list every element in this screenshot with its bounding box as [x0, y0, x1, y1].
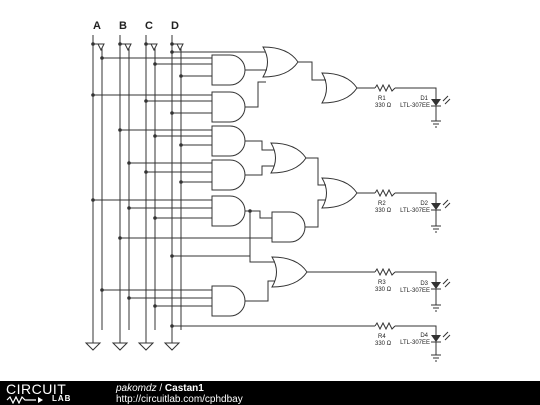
- and-gate-5: [211, 195, 246, 227]
- and-gate-6: [271, 211, 306, 243]
- or-gate-4: [321, 177, 358, 209]
- input-label-b: B: [119, 20, 127, 32]
- resistors: [374, 83, 396, 331]
- complement-rails: [93, 43, 184, 330]
- logo-wave-icon: [6, 395, 43, 404]
- and-gate-4: [211, 159, 246, 191]
- led-part-d4: LTL-307EE: [400, 340, 430, 346]
- resistor-value-r2: 330 Ω: [375, 208, 392, 214]
- junction-dots: [91, 42, 252, 328]
- leds: [431, 95, 451, 362]
- led-d2-icon: [431, 199, 451, 233]
- or-gates: [262, 46, 358, 288]
- rail-ground-symbols: [84, 342, 181, 351]
- led-part-d3: LTL-307EE: [400, 288, 430, 294]
- resistor-value-r3: 330 Ω: [375, 287, 392, 293]
- circuit-meta: pakomdz / Castan1 http://circuitlab.com/…: [116, 383, 243, 405]
- title-separator: /: [156, 383, 165, 394]
- resistor-r2: [374, 188, 396, 198]
- output-wires: [307, 87, 437, 335]
- led-label-d2: D2: [420, 201, 428, 207]
- circuit-schematic: A B C D: [84, 20, 451, 362]
- footer-bar: CIRCUIT LAB pakomdz / Castan1 http://cir…: [0, 381, 540, 405]
- and-gate-7: [211, 285, 246, 317]
- resistor-value-r1: 330 Ω: [375, 103, 392, 109]
- input-label-a: A: [93, 20, 101, 32]
- led-d1-icon: [431, 95, 451, 128]
- resistor-r1: [374, 83, 396, 93]
- and-gate-2: [211, 91, 246, 123]
- gate-interconnects: [245, 61, 326, 302]
- logo-text-bottom: LAB: [52, 394, 72, 403]
- resistor-r4: [374, 321, 396, 331]
- gate-input-wires: [93, 51, 375, 327]
- logo-text-top: CIRCUIT: [6, 381, 67, 397]
- circuitlab-logo[interactable]: CIRCUIT LAB: [4, 381, 104, 405]
- led-part-d2: LTL-307EE: [400, 208, 430, 214]
- input-label-c: C: [145, 20, 153, 32]
- led-d4-icon: [431, 331, 451, 362]
- input-rails: [84, 35, 181, 351]
- and-gates: [211, 54, 306, 317]
- and-gate-3: [211, 125, 246, 157]
- or-gate-2: [321, 72, 358, 104]
- or-gate-3: [270, 142, 307, 174]
- resistor-label-r3: R3: [378, 280, 386, 286]
- inverter-icons: [97, 43, 184, 52]
- led-part-d1: LTL-307EE: [400, 103, 430, 109]
- author-link[interactable]: pakomdz: [116, 383, 157, 394]
- resistor-r3: [374, 267, 396, 277]
- led-d3-icon: [431, 278, 451, 312]
- resistor-value-r4: 330 Ω: [375, 341, 392, 347]
- and-gate-1: [211, 54, 246, 86]
- circuit-title[interactable]: Castan1: [164, 383, 204, 394]
- input-label-d: D: [171, 20, 179, 32]
- circuit-url[interactable]: http://circuitlab.com/cphdbay: [116, 394, 243, 405]
- or-gate-5: [271, 256, 308, 288]
- led-label-d4: D4: [420, 333, 428, 339]
- resistor-label-r2: R2: [378, 201, 386, 207]
- led-label-d1: D1: [420, 96, 428, 102]
- or-gate-1: [262, 46, 299, 78]
- led-label-d3: D3: [420, 281, 428, 287]
- resistor-label-r4: R4: [378, 334, 386, 340]
- resistor-label-r1: R1: [378, 96, 386, 102]
